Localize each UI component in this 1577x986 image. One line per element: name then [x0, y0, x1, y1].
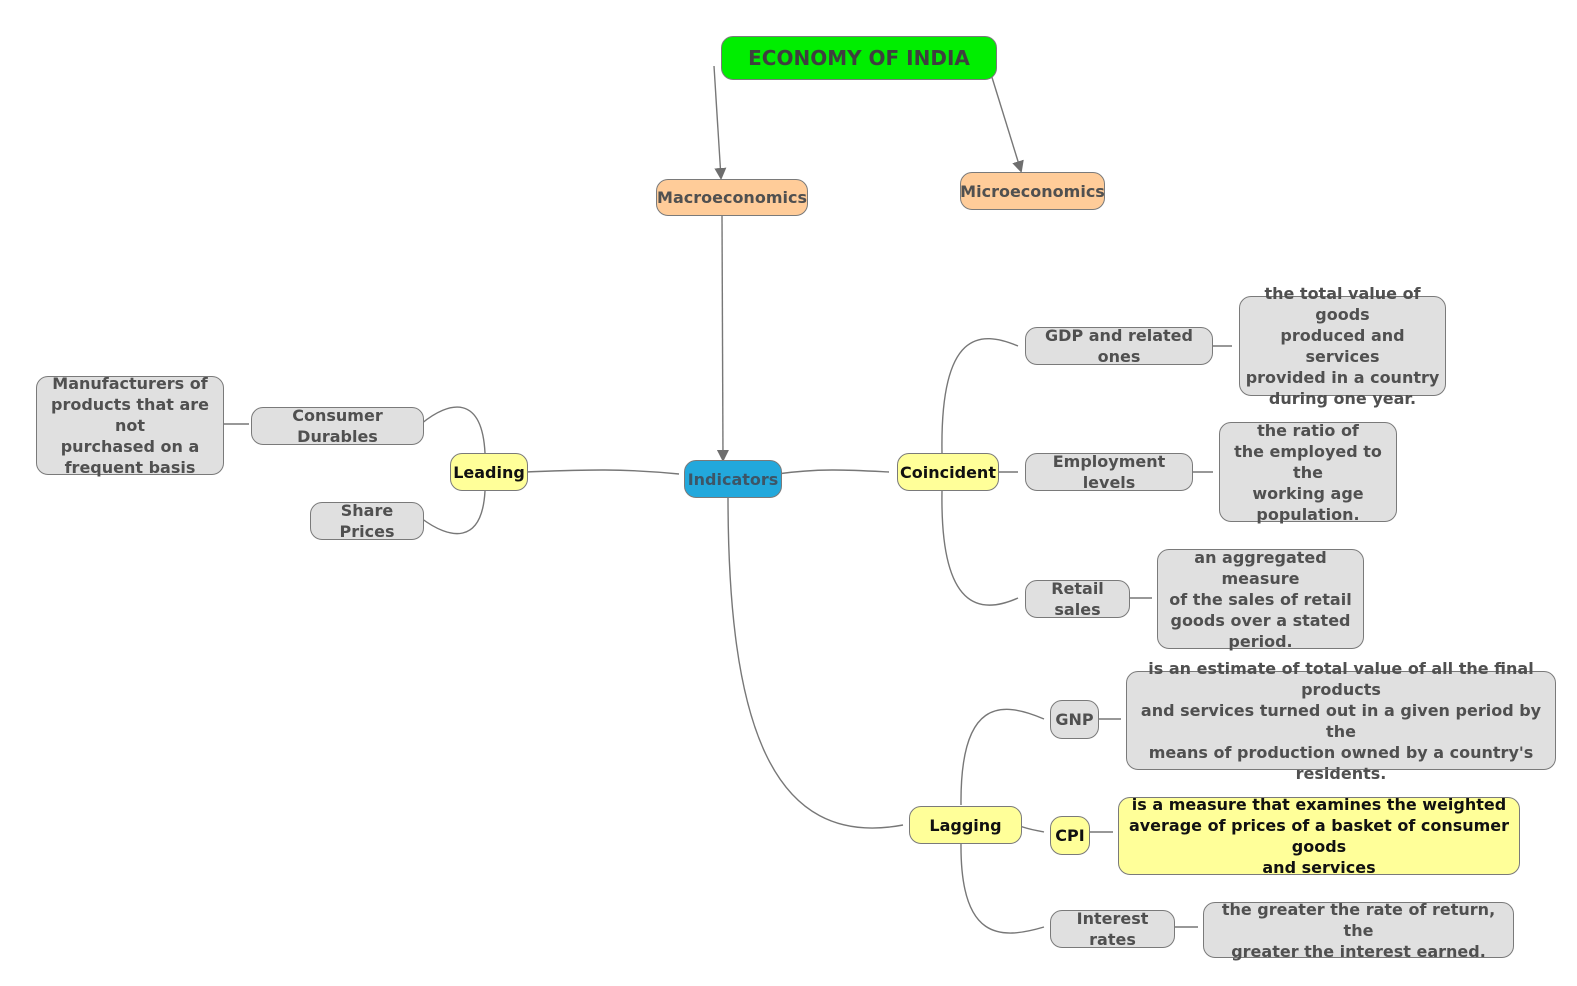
edge-indicators-lagging: [727, 495, 904, 829]
interest-rates-description[interactable]: the greater the rate of return, the grea…: [1203, 900, 1514, 961]
interest-rates-node[interactable]: Interest rates: [1050, 909, 1175, 949]
edge-leading-share: [420, 490, 486, 535]
gdp-node[interactable]: GDP and related ones: [1025, 326, 1213, 366]
consumer-durables-node[interactable]: Consumer Durables: [251, 406, 424, 446]
share-prices-node[interactable]: Share Prices: [310, 501, 424, 541]
consumer-durables-description[interactable]: Manufacturers of products that are not p…: [36, 374, 224, 477]
edge-indicators-coincident: [776, 469, 890, 475]
retail-sales-node[interactable]: Retail sales: [1025, 579, 1130, 619]
edge-lagging-gnp: [960, 708, 1045, 806]
edge-root-macro: [713, 65, 727, 180]
lagging-node[interactable]: Lagging: [909, 806, 1022, 844]
microeconomics-node[interactable]: Microeconomics: [960, 172, 1105, 210]
gdp-description[interactable]: the total value of goods produced and se…: [1239, 284, 1446, 408]
edge-macro-indicators: [716, 214, 729, 462]
indicators-node[interactable]: Indicators: [684, 460, 782, 498]
edge-lagging-interest: [960, 842, 1045, 934]
cpi-node[interactable]: CPI: [1050, 816, 1090, 855]
employment-description[interactable]: the ratio of the employed to the working…: [1219, 421, 1397, 524]
employment-levels-node[interactable]: Employment levels: [1025, 452, 1193, 492]
macroeconomics-node[interactable]: Macroeconomics: [656, 179, 808, 216]
retail-sales-description[interactable]: an aggregated measure of the sales of re…: [1157, 548, 1364, 651]
gnp-node[interactable]: GNP: [1050, 700, 1099, 739]
coincident-node[interactable]: Coincident: [897, 453, 999, 491]
edge-coincident-gdp: [941, 337, 1019, 454]
leading-node[interactable]: Leading: [450, 453, 528, 491]
root-node[interactable]: ECONOMY OF INDIA: [721, 36, 997, 80]
gnp-description[interactable]: is an estimate of total value of all the…: [1126, 659, 1556, 783]
edge-coincident-retail: [941, 490, 1019, 606]
edge-indicators-leading: [523, 469, 680, 475]
edge-leading-durables: [420, 406, 486, 454]
cpi-description[interactable]: is a measure that examines the weighted …: [1118, 795, 1520, 877]
